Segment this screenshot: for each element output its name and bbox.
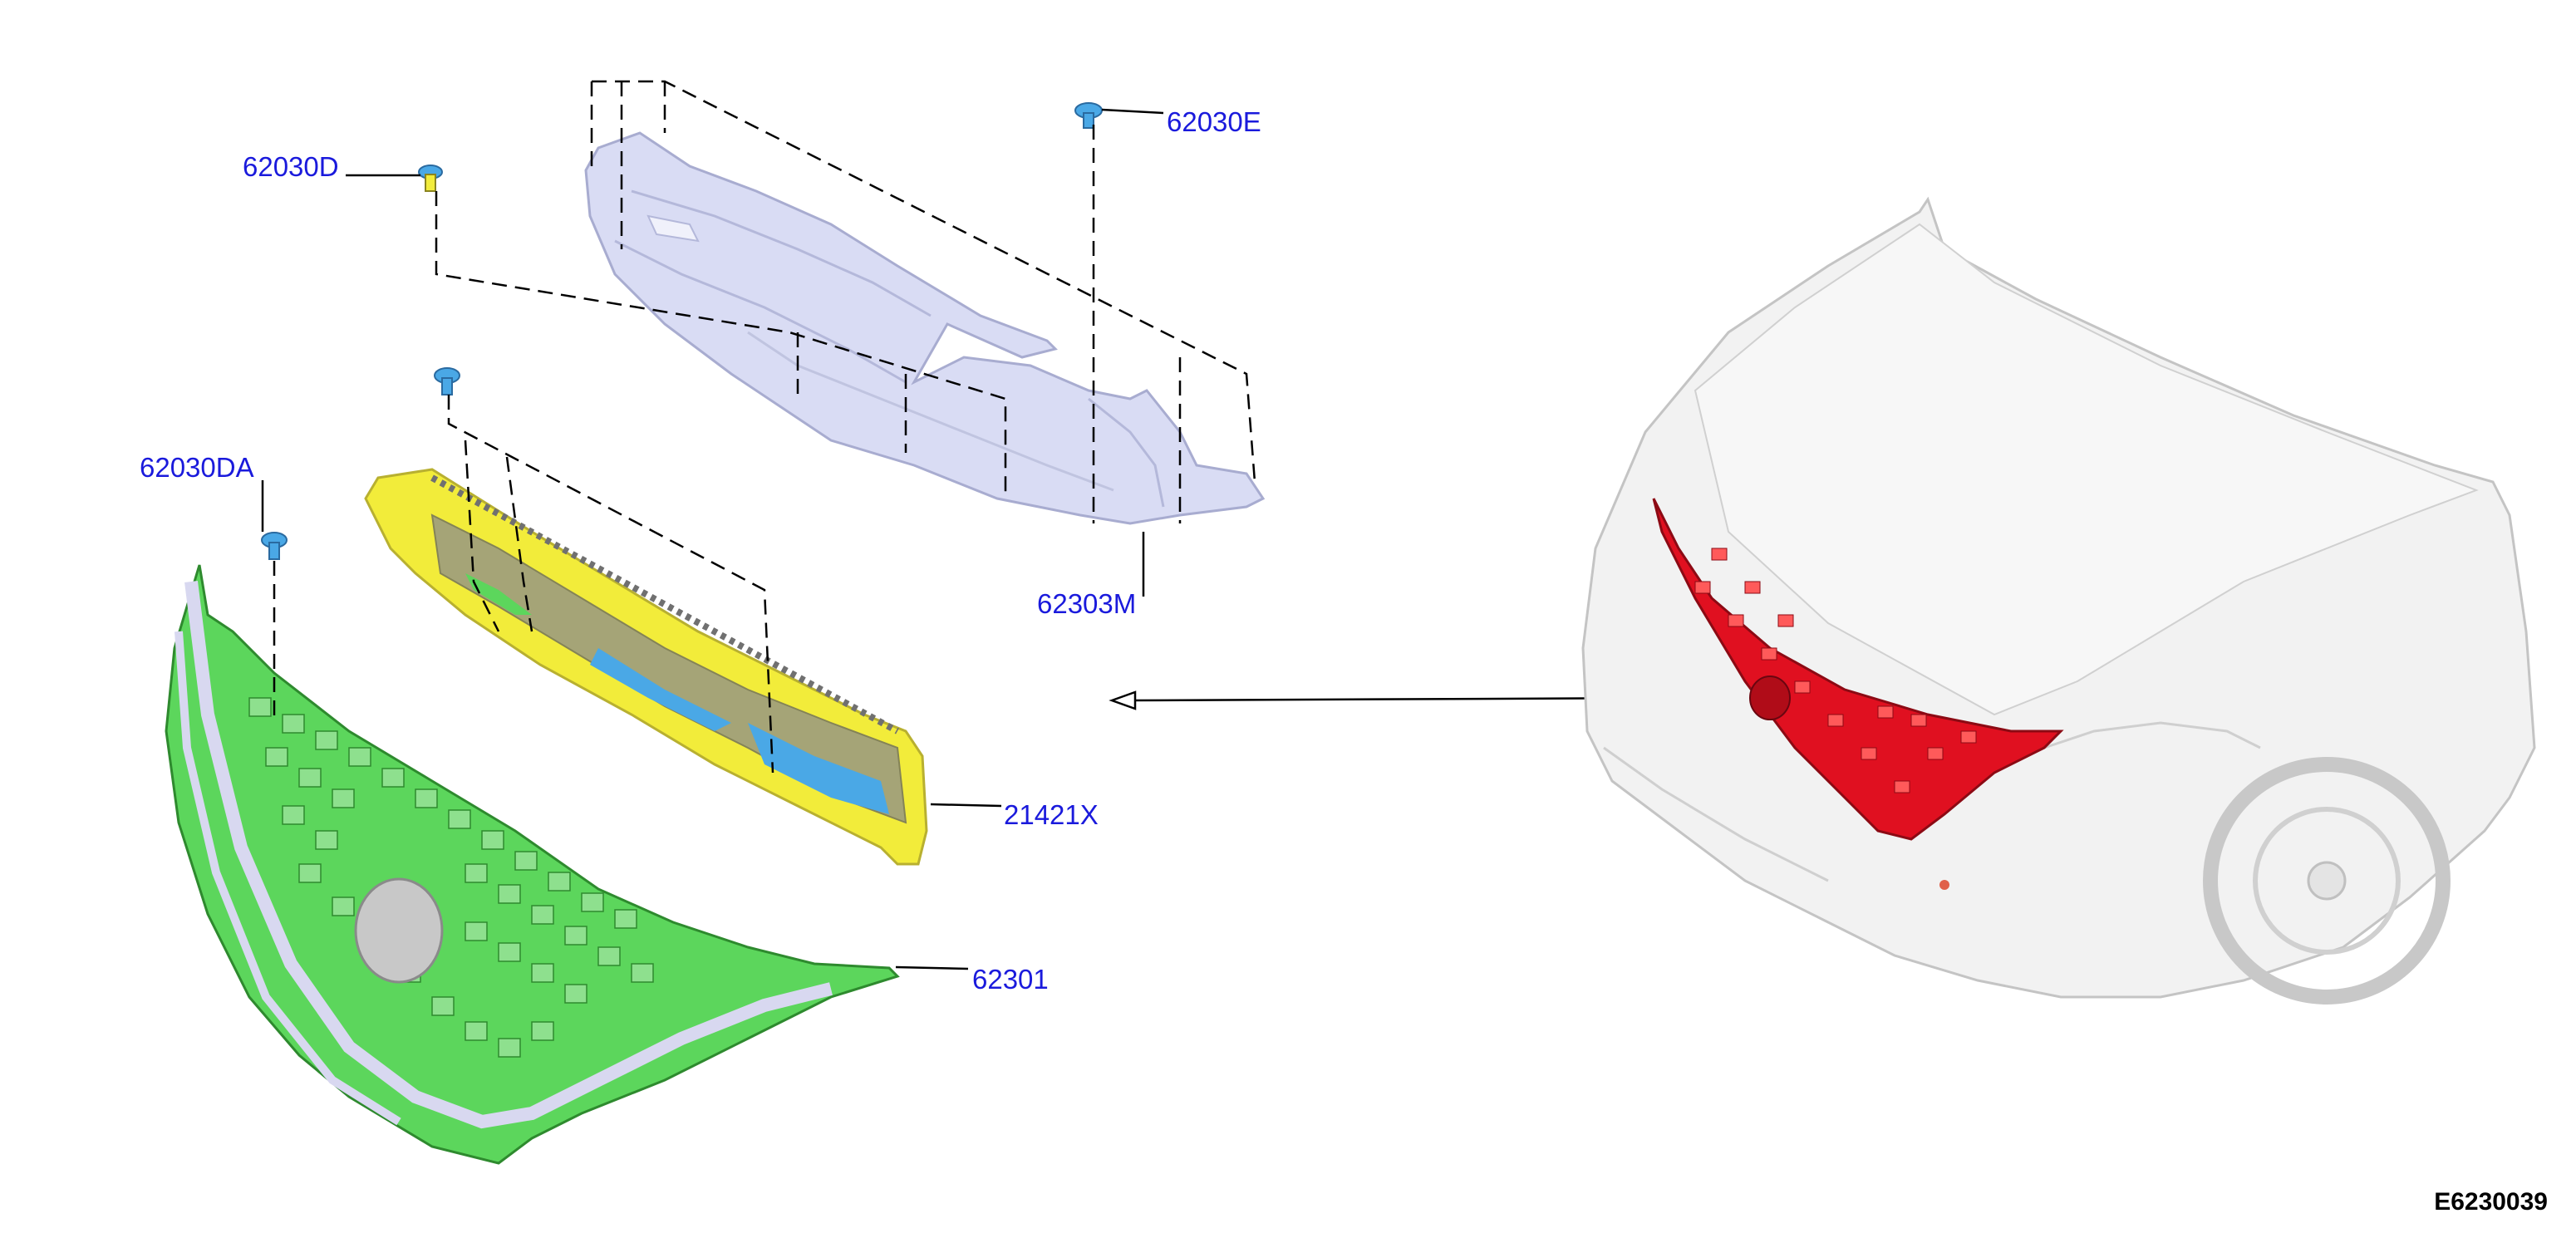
- leader-lines: [261, 108, 1164, 970]
- callout-62301[interactable]: 62301: [972, 964, 1049, 995]
- clip-upper-frame-icon[interactable]: [434, 367, 460, 395]
- grille-frame-part[interactable]: [364, 468, 928, 866]
- emblem-area: [354, 877, 444, 984]
- callout-62030E[interactable]: 62030E: [1167, 106, 1261, 137]
- callout-62303M[interactable]: 62303M: [1037, 588, 1136, 619]
- callout-62030D[interactable]: 62030D: [243, 151, 339, 182]
- assembly-dashed-lines: [273, 80, 1256, 774]
- callout-21421X[interactable]: 21421X: [1004, 799, 1099, 830]
- clip-62030DA-icon[interactable]: [261, 532, 288, 560]
- vehicle-locator-view: [1581, 196, 2536, 1005]
- diagram-id-label: E6230039: [2434, 1188, 2548, 1216]
- callout-62030DA[interactable]: 62030DA: [140, 452, 254, 483]
- location-arrow: [1109, 690, 1675, 710]
- front-grille-part[interactable]: [165, 564, 900, 1165]
- upper-cover-part[interactable]: [584, 131, 1266, 525]
- clip-62030E-icon[interactable]: [1074, 102, 1103, 129]
- clip-62030D-icon[interactable]: [418, 165, 443, 192]
